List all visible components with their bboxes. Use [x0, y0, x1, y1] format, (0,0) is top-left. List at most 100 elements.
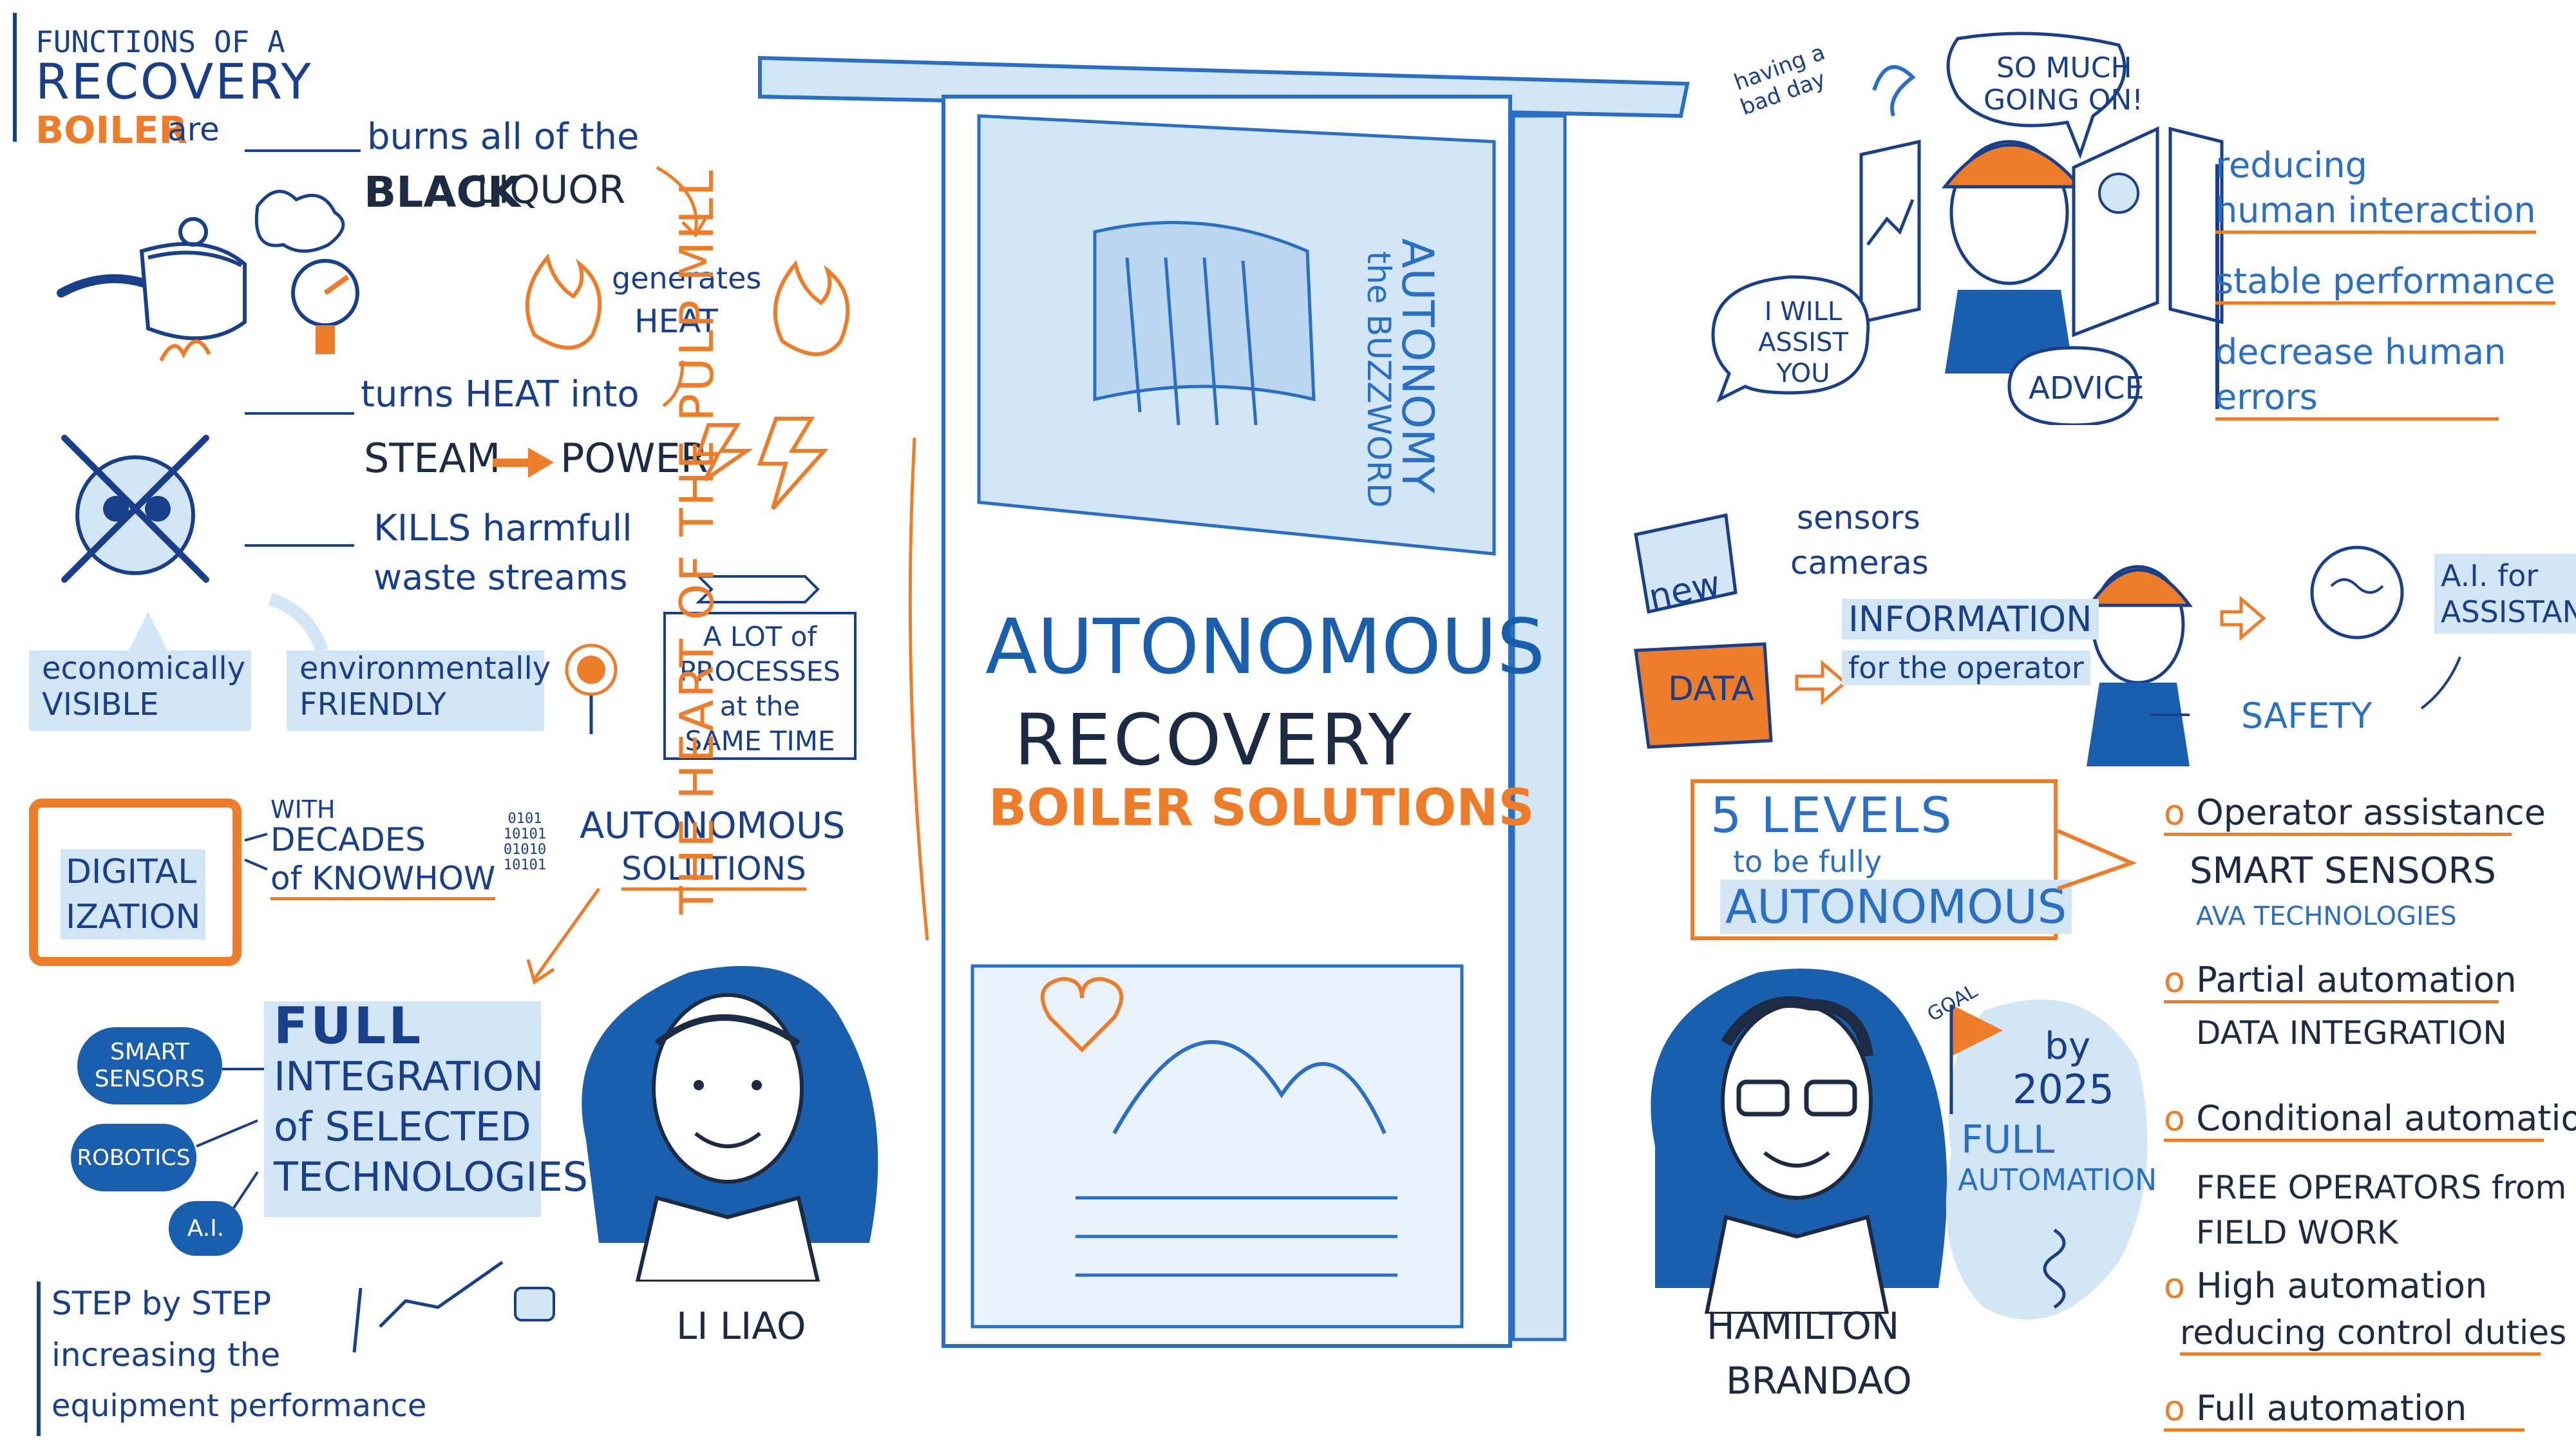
assist-2: ASSIST — [1758, 328, 1848, 357]
steam-power-arrow — [493, 448, 554, 478]
goal-full: FULL — [1961, 1117, 2055, 1162]
benefit-1b: human interaction — [2215, 190, 2536, 234]
heart-icon — [1040, 976, 1124, 1053]
safety-label: SAFETY — [2241, 696, 2372, 736]
function-3-power: POWER — [560, 435, 708, 482]
env-box: environmentally FRIENDLY — [287, 650, 551, 731]
econ-box: economically VISIBLE — [29, 650, 251, 731]
level-4-title-text: High automation — [2196, 1265, 2488, 1306]
data-label: DATA — [1668, 670, 1754, 708]
glasses-icon — [1736, 1079, 1790, 1117]
chip-ai: A.I. — [169, 1201, 243, 1256]
ai-box: A.I. for ASSISTANCE — [2434, 554, 2576, 634]
function-3-steam: STEAM — [364, 435, 501, 482]
integration-line-3: of SELECTED — [274, 1103, 531, 1150]
integration-line-4: TECHNOLOGIES — [274, 1153, 589, 1200]
chevron-arrow-icon — [696, 575, 820, 603]
skull-icon — [61, 435, 209, 583]
level-1-sub2: AVA TECHNOLOGIES — [2196, 902, 2457, 931]
functions-are: are — [167, 111, 220, 148]
integration-line-2: INTEGRATION — [274, 1053, 544, 1100]
function-4b: waste streams — [374, 557, 628, 598]
env-line-1: environmentally — [299, 650, 551, 687]
functions-bar — [13, 13, 17, 142]
levels-line-2: to be fully — [1733, 844, 1882, 879]
level-3-title-text: Conditional automation — [2196, 1098, 2576, 1139]
function-1b-liquor: LIQUOR — [477, 167, 626, 213]
speaker-2-name-1: HAMILTON — [1707, 1304, 1900, 1348]
functions-title-1: FUNCTIONS OF A — [35, 24, 285, 59]
level-4-title: o High automation — [2164, 1265, 2487, 1306]
function-1b-black: BLACK — [364, 167, 521, 217]
advice-text: ADVICE — [2029, 370, 2145, 406]
function-4-line — [245, 544, 354, 547]
assist-3: YOU — [1776, 359, 1830, 388]
goal-blob — [1946, 999, 2148, 1320]
econ-line-1: economically — [42, 650, 246, 687]
speaker-1-portrait — [582, 966, 878, 1282]
speech-bubble-busy — [1946, 32, 2126, 160]
ai-line-1: A.I. for — [2441, 558, 2539, 593]
env-tail — [268, 592, 328, 653]
levels-line-1: 5 LEVELS — [1710, 786, 1954, 844]
chip-smart-sensors: SMART SENSORS — [77, 1027, 222, 1104]
benefit-2: stable performance — [2215, 261, 2555, 305]
knowhow-label: of KNOWHOW — [270, 860, 496, 900]
step-line-3: equipment performance — [52, 1388, 427, 1424]
decades-label: DECADES — [270, 821, 426, 858]
levels-line-3: AUTONOMOUS — [1720, 880, 2072, 934]
level-1-bullet: o — [2164, 792, 2197, 833]
function-2b: HEAT — [634, 303, 719, 340]
level-4-bullet: o — [2164, 1265, 2197, 1306]
chip-robotics: ROBOTICS — [71, 1124, 196, 1191]
flower-icon — [565, 643, 618, 734]
processes-line-3: at the — [719, 690, 800, 722]
integration-line-1: FULL — [274, 998, 424, 1056]
benefit-3a: decrease human — [2215, 332, 2506, 372]
sensors-label: sensors — [1797, 499, 1920, 536]
goal-flag-icon — [1951, 1005, 2003, 1056]
lightning-icon-2 — [757, 417, 829, 510]
busy-2: GOING ON! — [1984, 84, 2143, 117]
hard-hat-icon — [1941, 143, 2084, 189]
benefit-3b: errors — [2215, 377, 2499, 421]
function-2a: generates — [612, 261, 762, 296]
goal-year: 2025 — [2012, 1066, 2114, 1113]
integration-lines — [37, 833, 601, 1436]
level-1-title: o Operator assistance — [2164, 792, 2546, 836]
title-line-2: RECOVERY — [1014, 699, 1414, 781]
speaker-2-portrait — [1651, 969, 1947, 1314]
binary-line-1: 0101 — [507, 811, 542, 827]
digitalization-line-2: IZATION — [66, 898, 201, 936]
data-scene — [1634, 513, 2461, 766]
binary-line-4: 10101 — [503, 857, 547, 873]
econ-line-2: VISIBLE — [42, 687, 159, 723]
digitalization-line-1: DIGITAL — [66, 853, 197, 891]
level-4-sub1: reducing control duties — [2180, 1314, 2566, 1356]
level-1-sub1: SMART SENSORS — [2190, 850, 2496, 892]
autonomy-quote-1: AUTONOMY — [1392, 238, 1443, 493]
info-line-2: for the operator — [1842, 650, 2090, 685]
speech-bubble-advice — [2007, 346, 2140, 425]
env-line-2: FRIENDLY — [299, 687, 446, 723]
assist-1: I WILL — [1764, 297, 1842, 327]
step-line-2: increasing the — [52, 1336, 281, 1374]
flame-icon-right — [773, 260, 850, 356]
operator-scene — [1711, 32, 2224, 425]
autonomous-solutions-2: SOLUTIONS — [621, 850, 806, 891]
levels-pointer — [2056, 829, 2137, 891]
goal-by: by — [2045, 1024, 2091, 1068]
processes-line-2: PROCESSES — [679, 656, 840, 687]
digitalization-label: DIGITAL IZATION — [61, 849, 206, 940]
info-line-1: INFORMATION — [1842, 599, 2099, 639]
function-4a: KILLS harmfull — [374, 507, 632, 549]
title-line-1: AUTONOMOUS — [985, 602, 1546, 691]
busy-1: SO MUCH — [1996, 52, 2132, 84]
binary-line-2: 10101 — [503, 826, 547, 842]
lightning-icon-1 — [696, 423, 753, 482]
function-3-line — [245, 412, 354, 415]
binary-line-3: 01010 — [503, 842, 547, 858]
flame-icon-left — [525, 253, 602, 350]
processes-line-4: SAME TIME — [685, 725, 835, 757]
level-2-title: o Partial automation — [2164, 960, 2517, 1003]
